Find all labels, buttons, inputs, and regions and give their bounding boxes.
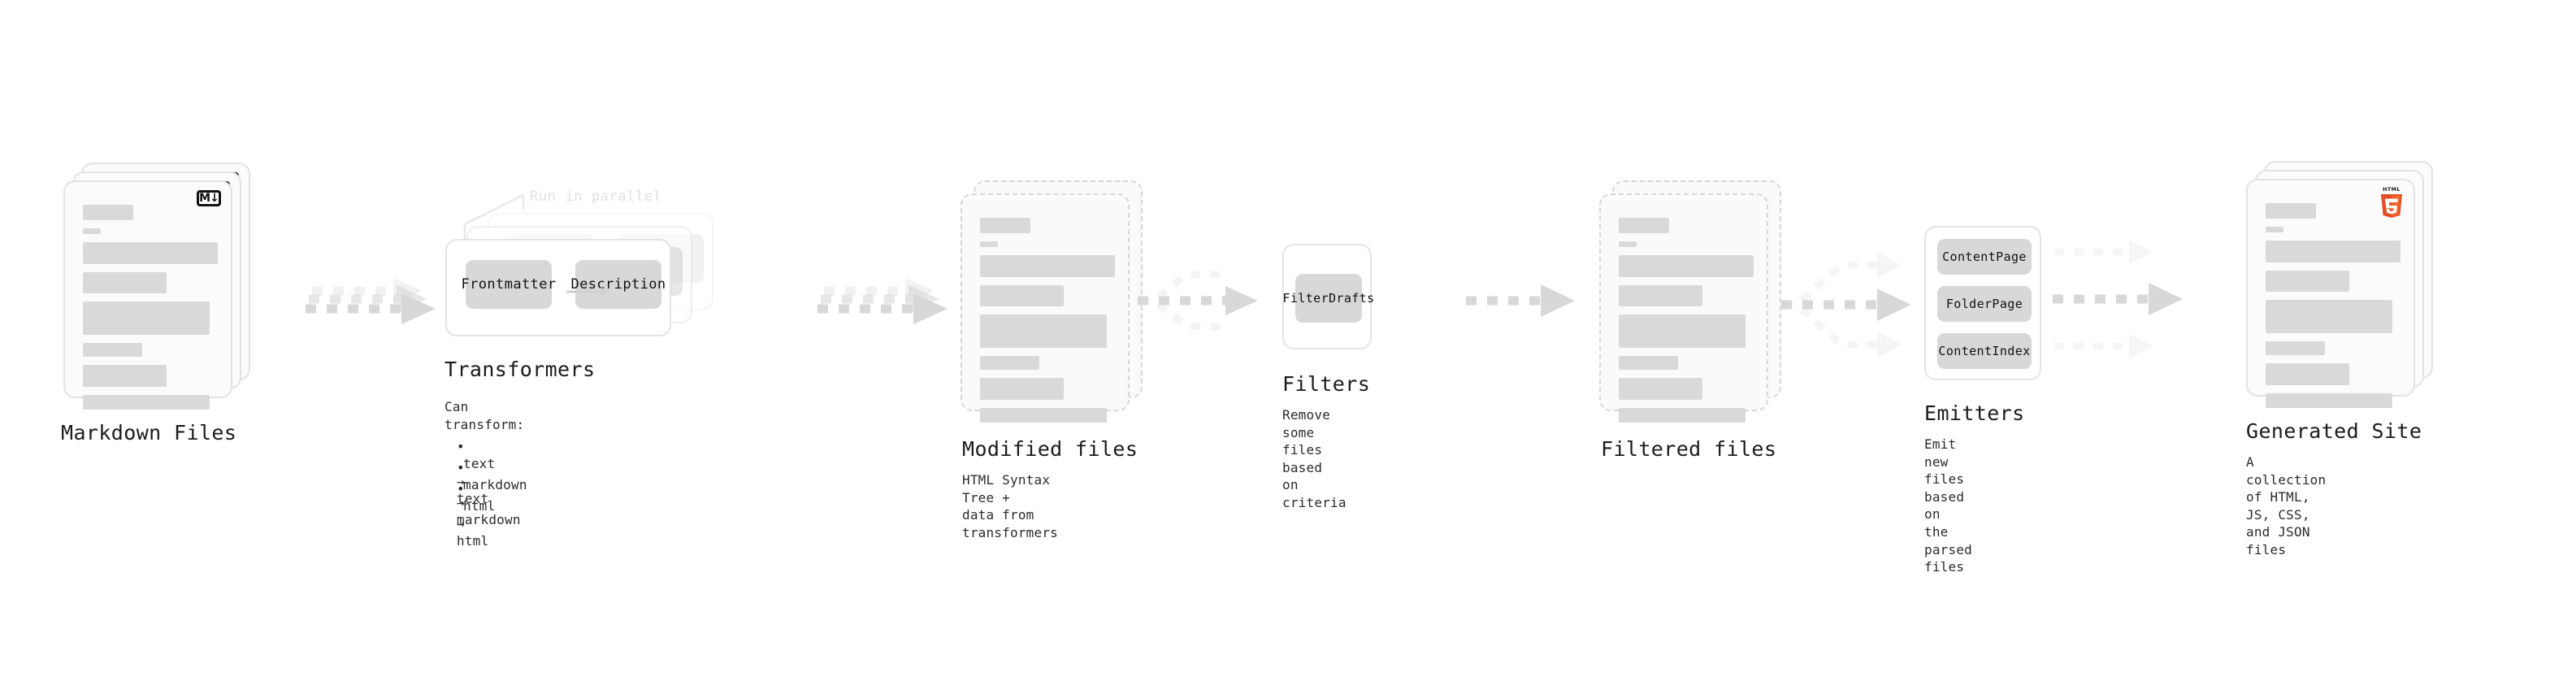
modified-file-front[interactable] — [961, 193, 1130, 423]
bullet-text: text → text — [457, 456, 496, 507]
arrow-transformers-to-modified-files — [817, 278, 948, 324]
skeleton-bar — [2266, 203, 2316, 219]
filter-pill-filterdrafts[interactable]: FilterDrafts — [1282, 274, 1374, 323]
html5-icon: HTML — [2381, 186, 2402, 218]
bullet-row: • text → text — [457, 420, 495, 508]
stage-label-emitters: Emitters — [1924, 401, 2025, 425]
skeleton-bar — [1619, 314, 1746, 348]
modified-files-description: HTML Syntax Tree + data from transformer… — [962, 472, 1058, 540]
skeleton-bar — [2266, 227, 2283, 232]
skeleton-bar — [83, 205, 133, 220]
skeleton-bar — [1619, 408, 1746, 423]
filters-description: Remove some files based on criteria — [1282, 407, 1347, 510]
arrow-modified-files-to-filters — [1138, 271, 1258, 331]
skeleton-bar — [83, 343, 143, 357]
stage-label-filters: Filters — [1282, 372, 1371, 396]
stage-label-transformers: Transformers — [445, 358, 596, 381]
skeleton-bar — [980, 218, 1030, 233]
transformer-inner-arrow-front — [566, 287, 610, 297]
emitters-box[interactable]: ContentPage FolderPage ContentIndex — [1924, 226, 2041, 380]
skeleton-bar — [83, 395, 210, 410]
generated-file-front[interactable]: HTML — [2246, 179, 2415, 408]
file-skeleton-rows — [83, 205, 218, 418]
skeleton-bar — [1619, 285, 1702, 306]
stage-label-modified-files: Modified files — [962, 437, 1138, 461]
skeleton-bar — [1619, 218, 1669, 233]
file-skeleton-rows — [980, 218, 1115, 431]
markdown-file-front[interactable]: M↓ — [63, 180, 232, 410]
filters-box[interactable]: FilterDrafts — [1282, 244, 1374, 349]
transformer-pill-frontmatter[interactable]: Frontmatter — [462, 260, 556, 309]
transformers-description: Can transform: — [445, 399, 525, 432]
skeleton-bar — [83, 272, 167, 293]
filtered-file-front[interactable] — [1599, 193, 1768, 423]
bullet-text: markdown → markdown — [457, 477, 527, 528]
markdown-icon: M↓ — [197, 190, 221, 206]
emitters-description: Emit new files based on the parsed files — [1924, 436, 1972, 575]
bullet-row: • html → html — [457, 462, 495, 550]
bullet-glyph: • — [457, 459, 465, 475]
markdown-icon-letter: M — [199, 192, 210, 205]
bullet-glyph: • — [457, 480, 465, 497]
transformers-box[interactable]: Frontmatter Description — [445, 239, 671, 336]
skeleton-bar — [2266, 241, 2400, 262]
bullet-text: html → html — [457, 498, 496, 549]
skeleton-bar — [83, 242, 218, 264]
skeleton-bar — [980, 241, 998, 247]
skeleton-bar — [1619, 356, 1679, 370]
file-skeleton-rows — [2266, 203, 2400, 416]
bullet-glyph: • — [457, 438, 465, 454]
arrow-filters-to-filtered-files — [1466, 284, 1575, 317]
skeleton-bar — [2266, 300, 2393, 333]
file-skeleton-rows — [1619, 218, 1754, 431]
markdown-icon-arrow: ↓ — [210, 192, 219, 205]
generated-site-description: A collection of HTML, JS, CSS, and JSON … — [2246, 454, 2327, 557]
skeleton-bar — [980, 255, 1115, 277]
run-in-parallel-hint: Run in parallel — [530, 189, 662, 205]
emitter-pill-contentindex[interactable]: ContentIndex — [1937, 333, 2032, 369]
stage-label-generated-site: Generated Site — [2246, 419, 2422, 443]
transformer-pill-description[interactable]: Description — [571, 260, 666, 309]
skeleton-bar — [2266, 363, 2349, 385]
skeleton-bar — [1619, 378, 1702, 400]
arrow-emitters-to-generated-site — [2053, 240, 2183, 358]
bullet-row: • markdown → markdown — [457, 441, 527, 529]
skeleton-bar — [980, 285, 1064, 306]
skeleton-bar — [980, 378, 1064, 400]
arrow-markdown-to-transformers — [306, 278, 436, 324]
skeleton-bar — [980, 408, 1108, 423]
skeleton-bar — [2266, 271, 2349, 292]
skeleton-bar — [83, 301, 210, 335]
skeleton-bar — [2266, 393, 2393, 408]
arrow-filtered-files-to-emitters — [1781, 252, 1911, 358]
skeleton-bar — [83, 228, 101, 234]
run-in-parallel-bracket — [463, 193, 525, 239]
skeleton-bar — [1619, 255, 1754, 277]
skeleton-bar — [1619, 241, 1637, 247]
stage-label-filtered-files: Filtered files — [1601, 437, 1777, 461]
svg-text:HTML: HTML — [2383, 186, 2400, 193]
emitter-pill-folderpage[interactable]: FolderPage — [1937, 286, 2032, 322]
skeleton-bar — [980, 356, 1040, 370]
skeleton-bar — [2266, 341, 2326, 355]
skeleton-bar — [980, 314, 1108, 348]
emitter-pill-contentpage[interactable]: ContentPage — [1937, 239, 2032, 275]
skeleton-bar — [83, 365, 167, 387]
stage-label-markdown-files: Markdown Files — [61, 421, 237, 445]
